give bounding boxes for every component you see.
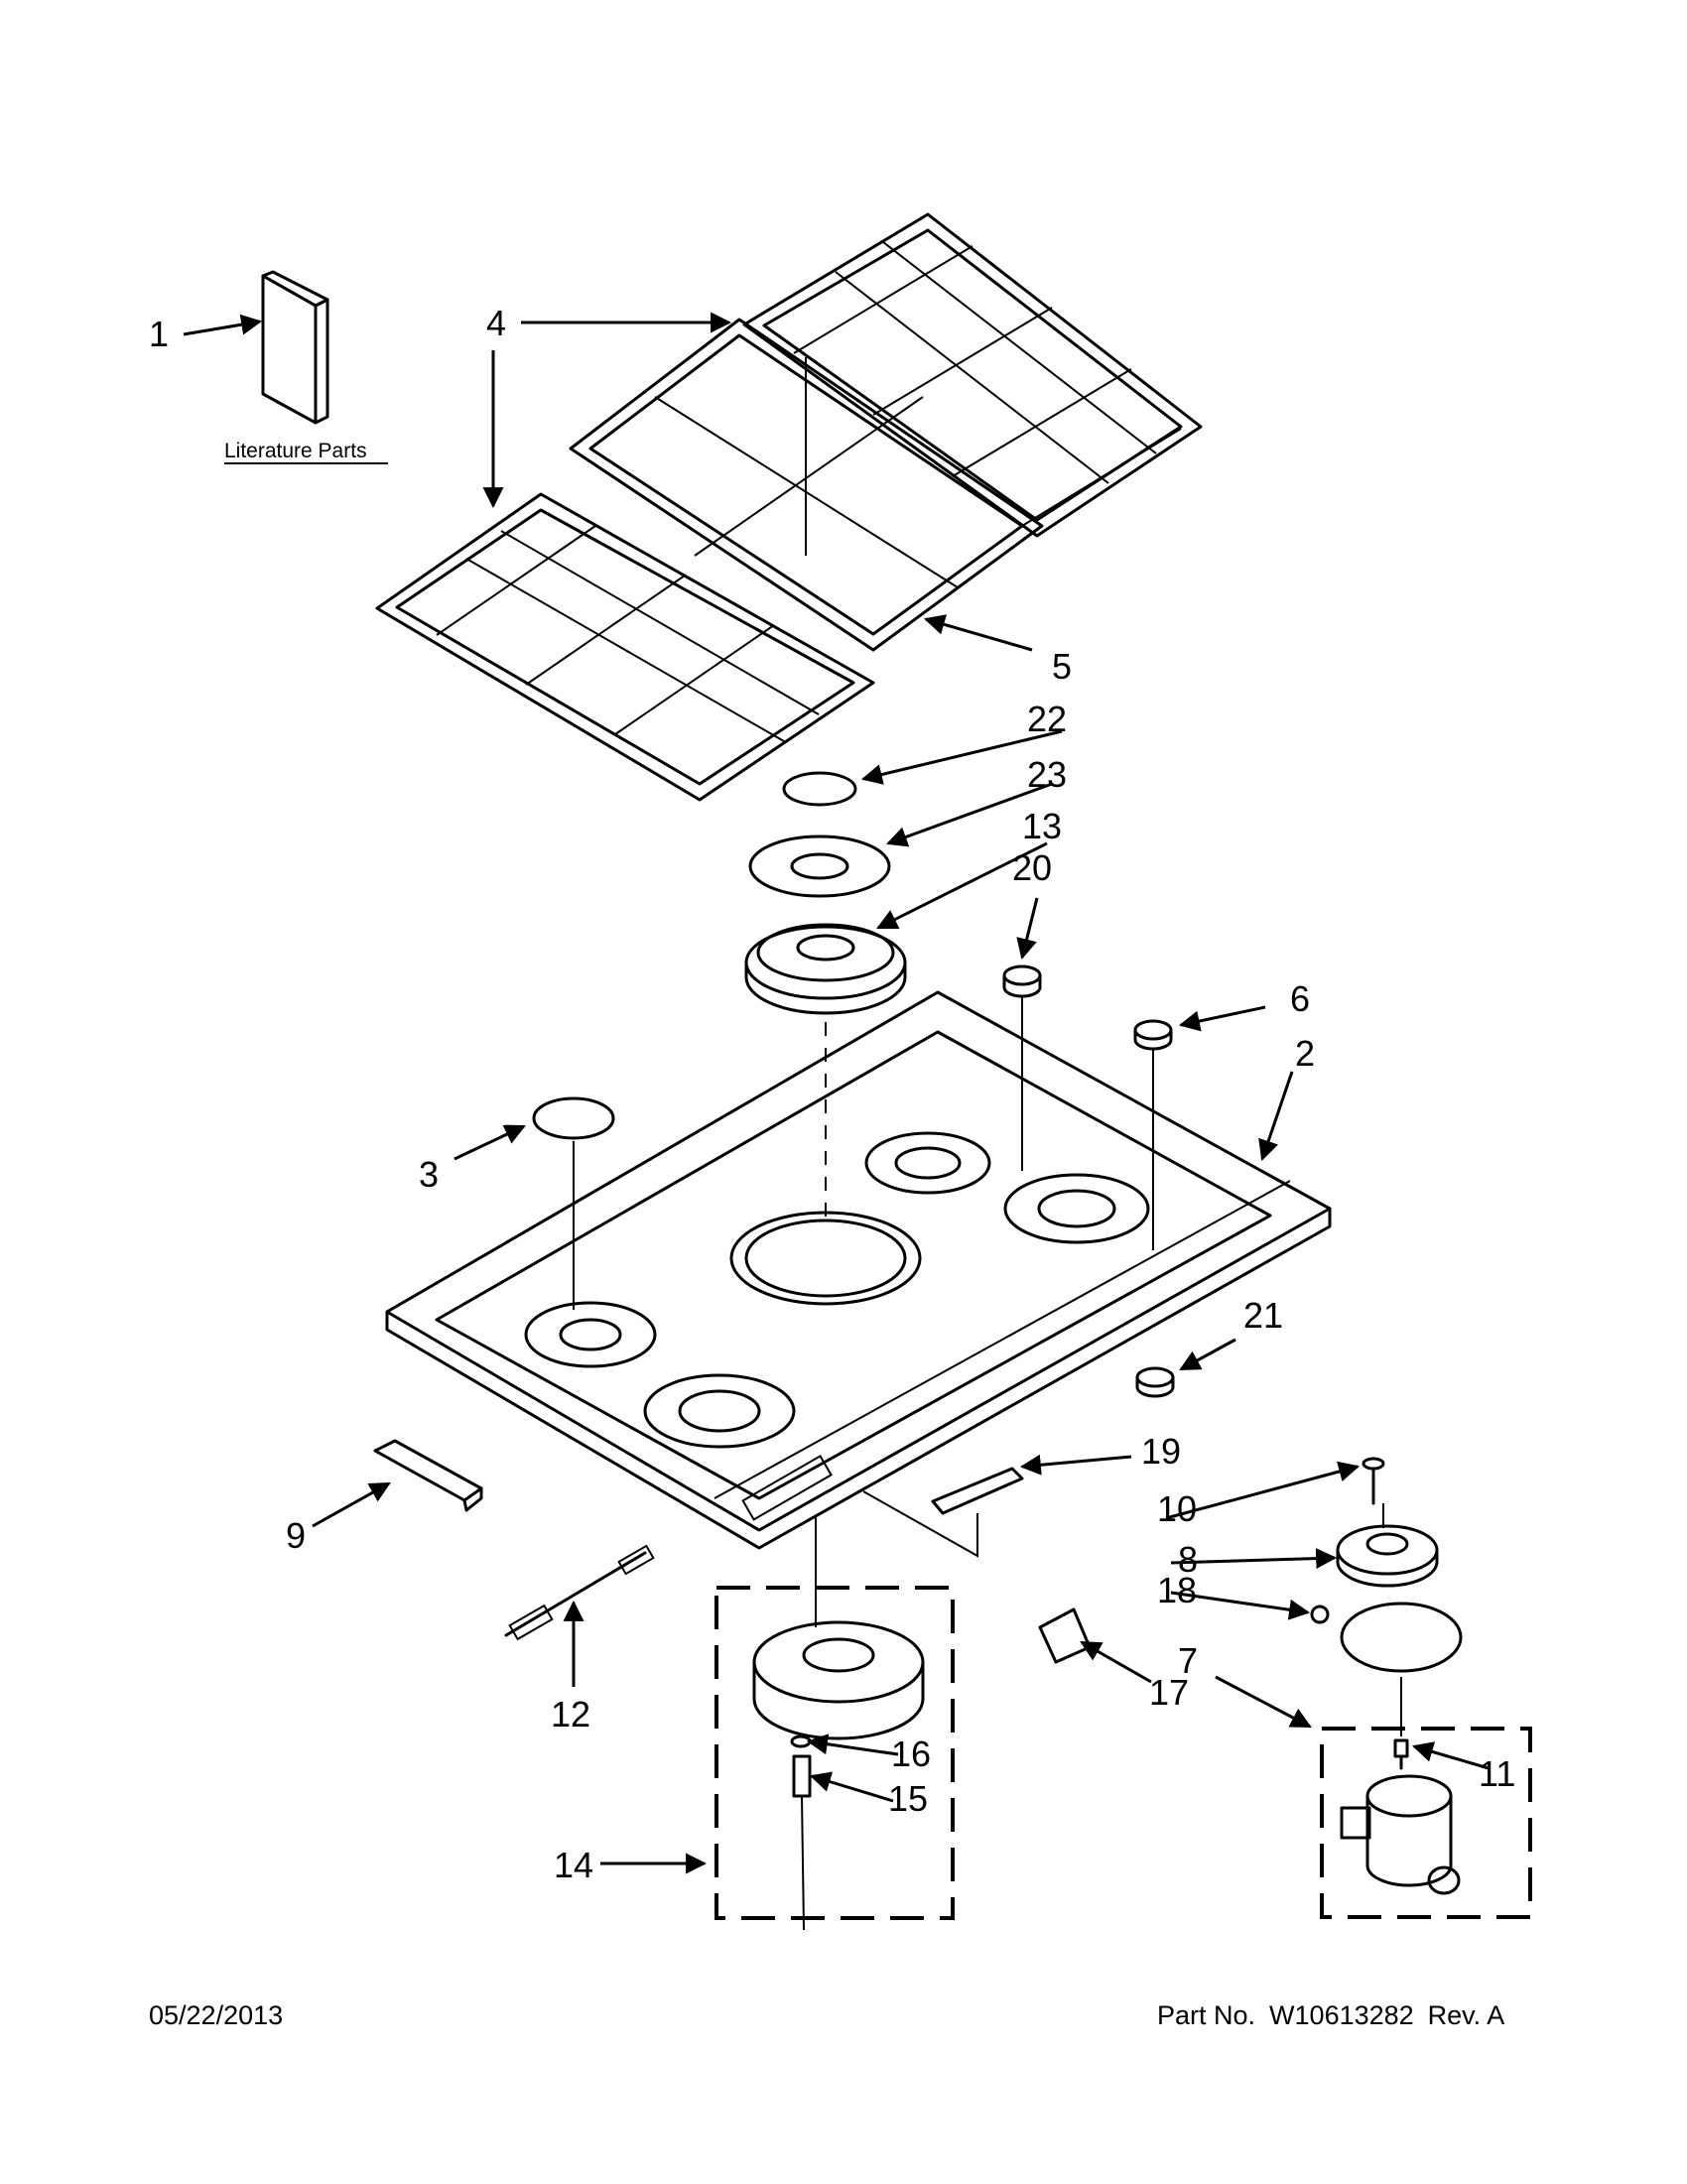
cooktop-main: [385, 990, 1332, 1550]
clamp-ring-18: [1310, 1602, 1463, 1673]
grommet-21: [1135, 1366, 1175, 1398]
grate-right: [742, 212, 1203, 538]
group-box-14: [714, 1586, 955, 1920]
clip-17: [1038, 1607, 1092, 1664]
callout-8: 8: [1178, 1539, 1198, 1580]
burner-cap-3: [532, 1096, 615, 1140]
group-box-7: [1320, 1727, 1532, 1919]
badge-19: [931, 1467, 1024, 1515]
leader-arrows: [183, 312, 1490, 1874]
callout-4: 4: [486, 303, 506, 343]
callout-3: 3: [419, 1154, 439, 1195]
bracket-9: [373, 1439, 483, 1512]
callout-13: 13: [1022, 806, 1062, 846]
callout-7: 7: [1178, 1640, 1198, 1681]
burner-cap-small: [782, 771, 857, 807]
callout-15: 15: [888, 1778, 928, 1819]
callout-9: 9: [286, 1515, 306, 1556]
washer-16: [790, 1734, 812, 1748]
callout-20: 20: [1012, 847, 1052, 888]
literature-parts-caption: Literature Parts: [224, 440, 367, 462]
callout-12: 12: [551, 1694, 590, 1734]
callout-23: 23: [1027, 754, 1067, 795]
callout-11: 11: [1479, 1753, 1515, 1794]
burner-ring-23: [748, 835, 891, 898]
callout-16: 16: [891, 1734, 931, 1774]
orifice-11: [1393, 1738, 1409, 1770]
callout-19: 19: [1141, 1431, 1181, 1472]
callout-5: 5: [1052, 646, 1072, 687]
footer-date: 05/22/2013: [149, 2000, 284, 2030]
electrode-15: [792, 1754, 812, 1931]
callout-labels: 1 2 3 4 5 6 7 8 9 10 11 12 13 14 15 16 1…: [149, 303, 1515, 1885]
burner-base-14: [752, 1620, 925, 1740]
grommet-20: [1002, 964, 1042, 998]
valve-housing-7: [1340, 1774, 1461, 1895]
screw-10: [1362, 1457, 1385, 1505]
grate-center: [569, 318, 1044, 652]
callout-1: 1: [149, 314, 169, 354]
callout-2: 2: [1295, 1033, 1315, 1074]
callout-10: 10: [1157, 1488, 1197, 1529]
burner-8: [1336, 1524, 1439, 1588]
igniter-12: [504, 1544, 655, 1641]
grate-left: [375, 492, 875, 802]
callout-22: 22: [1027, 699, 1067, 739]
footer-part-number: Part No. W10613282 Rev. A: [1157, 2000, 1518, 2031]
callout-14: 14: [554, 1845, 593, 1885]
callout-18: 18: [1157, 1570, 1197, 1610]
revision: Rev. A: [1427, 2000, 1505, 2030]
part-number: W10613282: [1269, 2000, 1414, 2030]
literature-booklet: [261, 270, 329, 425]
callout-6: 6: [1290, 978, 1310, 1019]
burner-base-13: [744, 923, 907, 1015]
grommet-6: [1133, 1019, 1173, 1051]
part-label: Part No.: [1157, 2000, 1256, 2030]
callout-21: 21: [1243, 1295, 1283, 1336]
badge-leader: [862, 1490, 978, 1558]
callout-17: 17: [1149, 1672, 1189, 1713]
